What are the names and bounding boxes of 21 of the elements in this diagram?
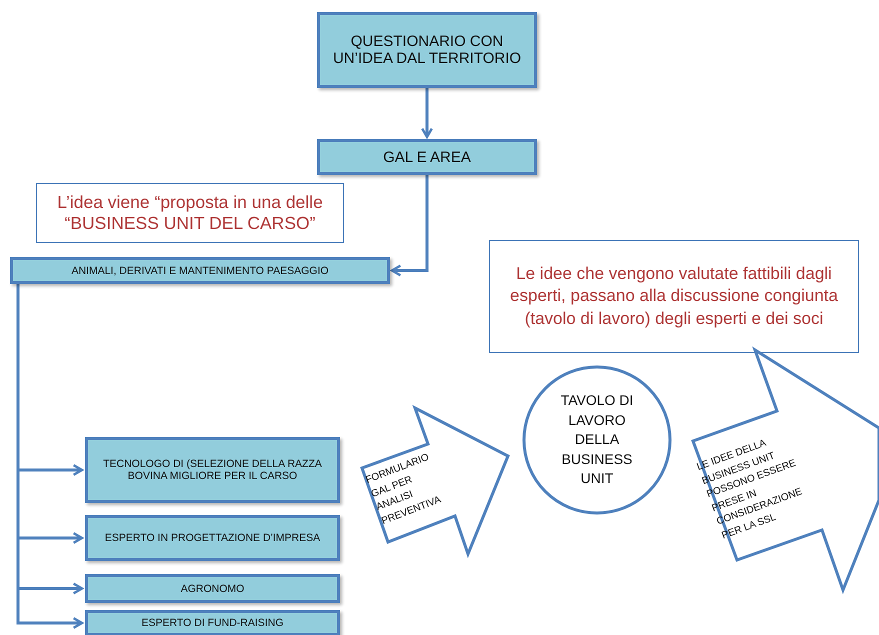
node-label: AGRONOMO [180,582,244,594]
node-label: TECNOLOGO DI (SELEZIONE DELLA RAZZA BOVINA MIGLIORE PER IL CARSO [102,458,323,482]
process-box [85,610,340,635]
node-label: ESPERTO DI FUND-RAISING [142,617,284,629]
process-box [85,574,340,603]
node-label: ESPERTO IN PROGETTAZIONE D’IMPRESA [104,532,320,544]
node-label: ANIMALI, DERIVATI E MANTENIMENTO PAESAGGIO [71,264,329,276]
note-box [36,183,344,243]
node-label: TAVOLO DI LAVORO DELLA BUSINESS UNIT [560,391,634,488]
process-box [85,515,340,561]
process-box [317,139,537,175]
process-box [85,437,340,503]
arrow [390,175,428,276]
category-bar [10,257,390,284]
process-box [317,12,537,88]
node-label: L’idea viene “proposta in una delle “BUSINESS UNIT DEL CARSO” [56,192,324,234]
node-label: QUESTIONARIO CON UN’IDEA DAL TERRITORIO [332,33,522,67]
node-label: GAL E AREA [383,148,471,166]
node-label: Le idee che vengono valutate fattibili dagli esperti, passano alla discussione congiunta (tavolo di lavoro) degli esperti e dei soci [509,263,839,330]
note-box [489,240,859,353]
arrow [421,88,433,138]
